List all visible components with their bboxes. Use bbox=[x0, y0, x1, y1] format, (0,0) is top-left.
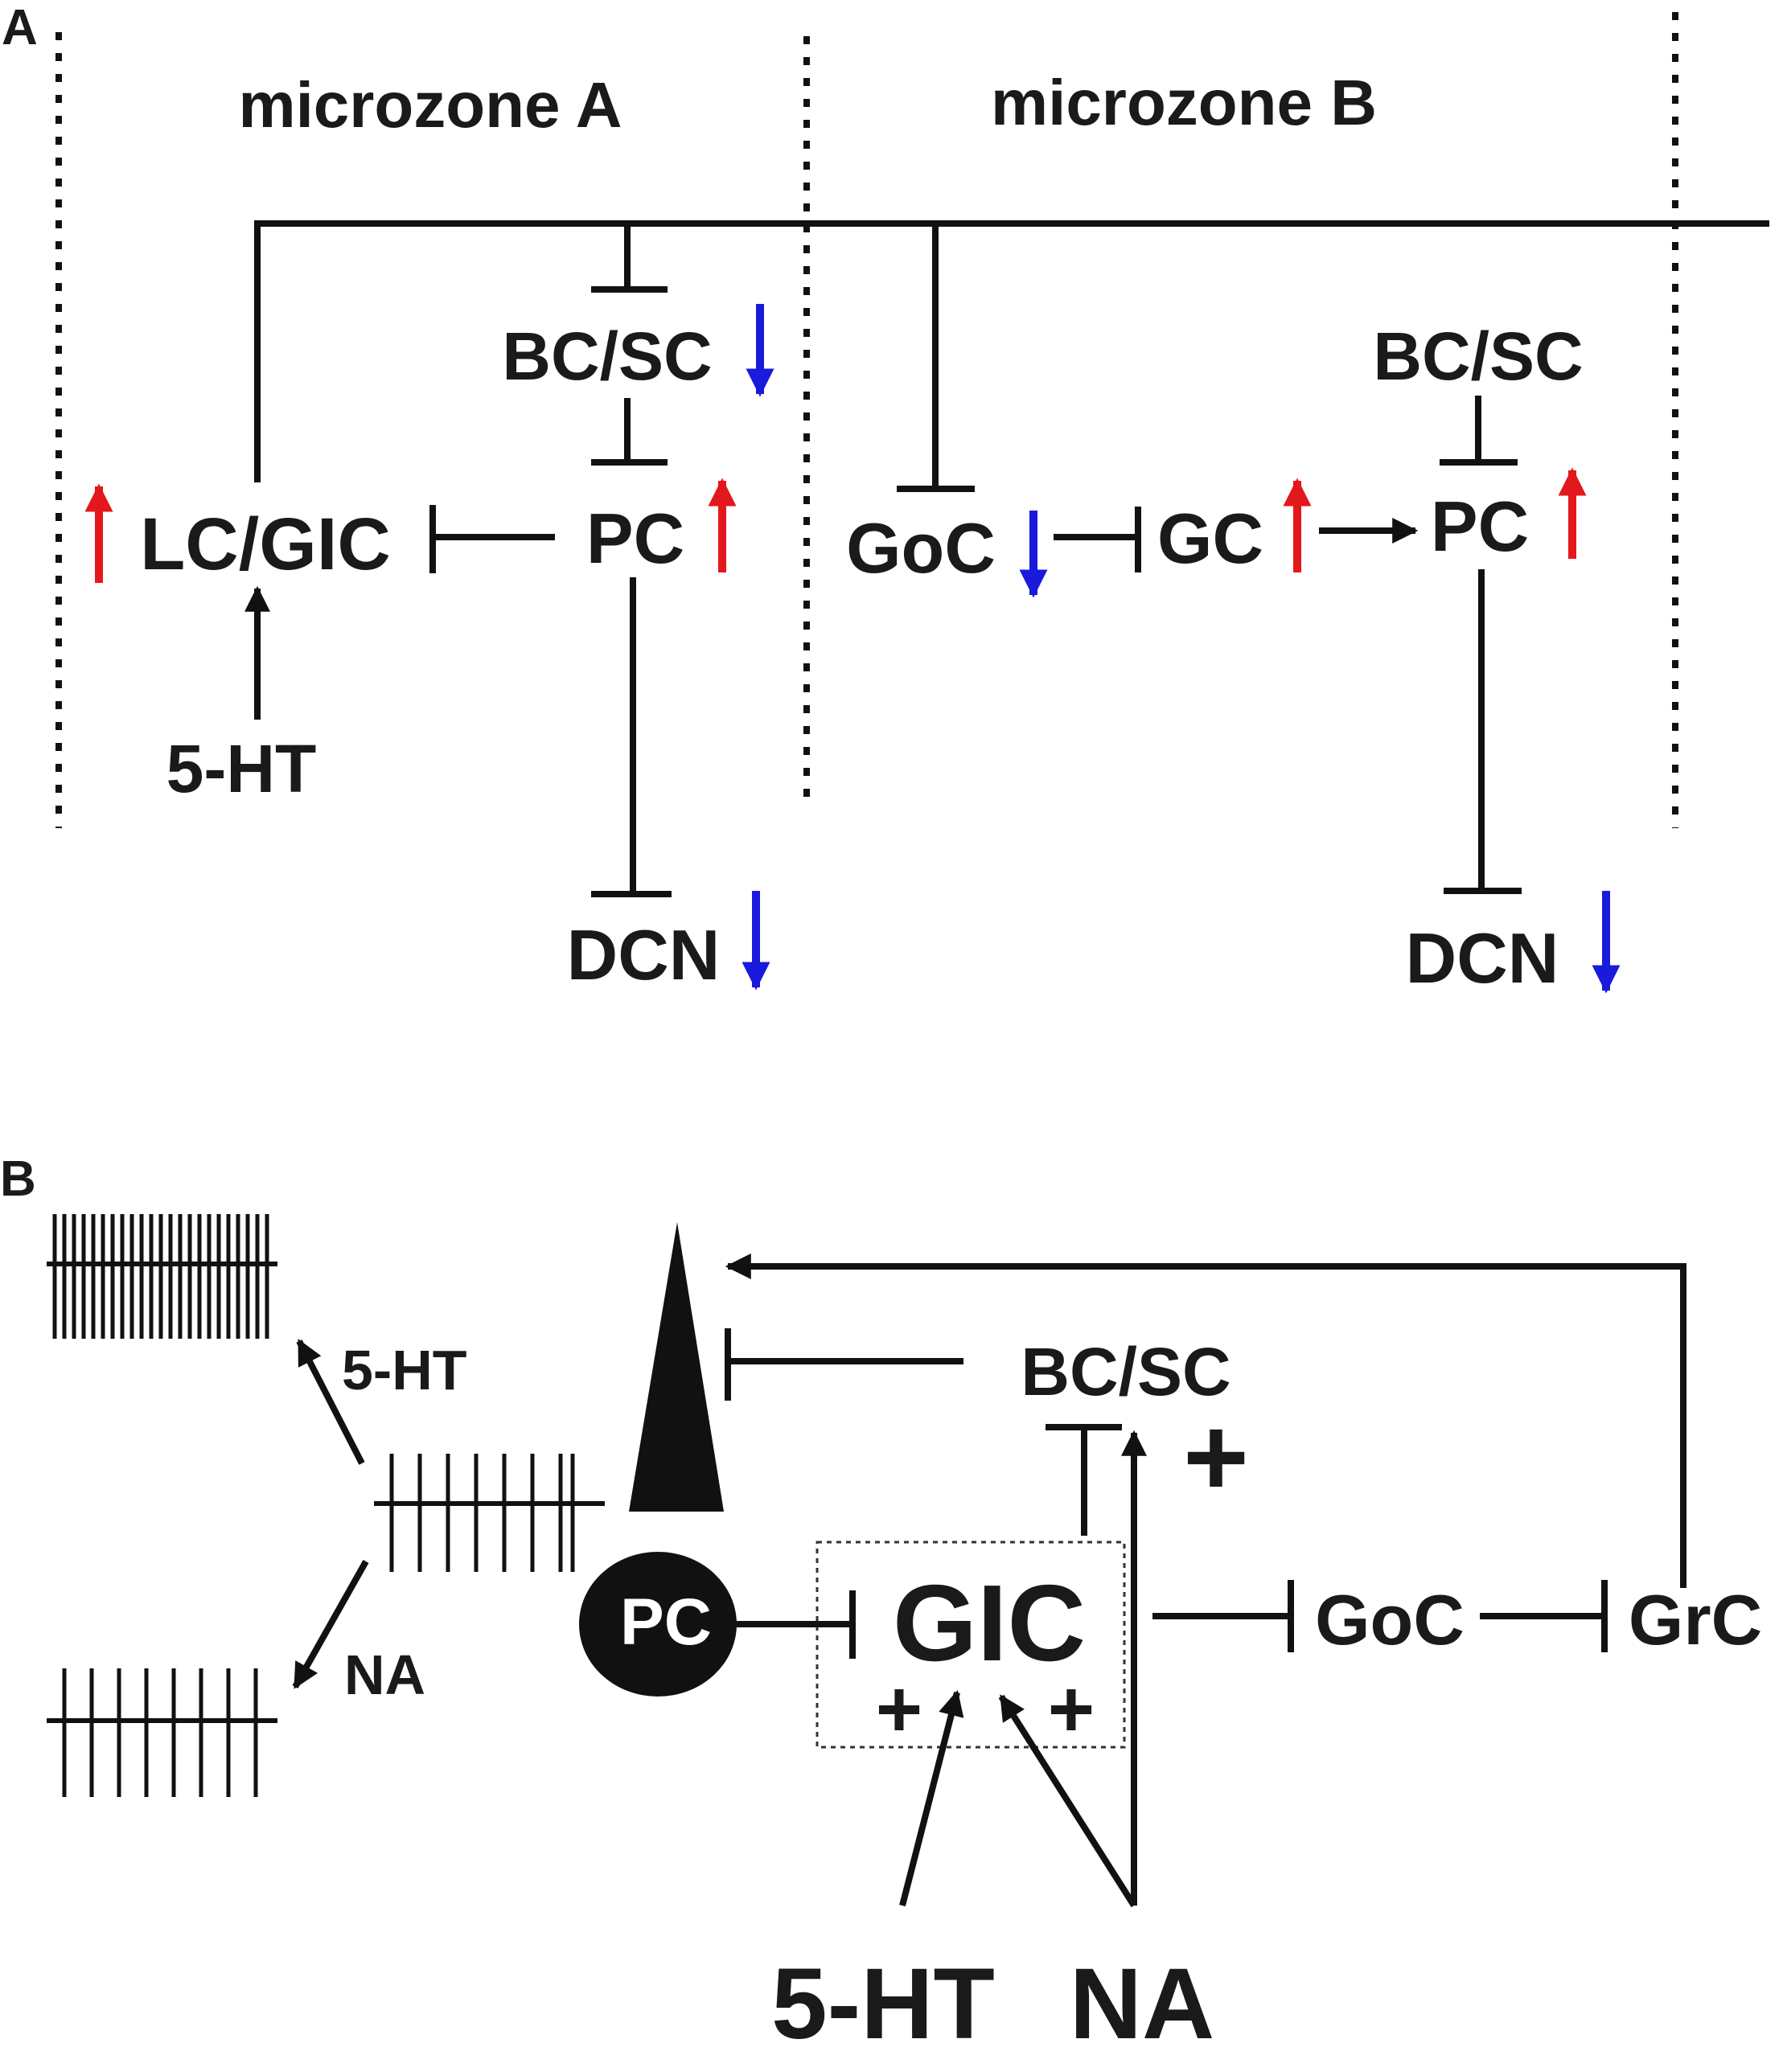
raster-baseline bbox=[374, 1454, 605, 1572]
bcsc-plus-sign: + bbox=[1183, 1393, 1249, 1520]
gic-label: GIC bbox=[893, 1562, 1086, 1684]
bcsc-a-label: BC/SC bbox=[502, 318, 712, 394]
panel-a: A microzone A microzone B BC/SC LC/GIC P… bbox=[2, 0, 1769, 998]
purkinje-soma bbox=[579, 1552, 737, 1697]
gc-label: GC bbox=[1157, 499, 1263, 578]
raster-low-rate-ticks bbox=[62, 1668, 258, 1797]
dcn-b-label: DCN bbox=[1406, 918, 1559, 998]
panel-a-letter: A bbox=[2, 0, 38, 55]
purkinje-cell: PC bbox=[579, 1222, 737, 1697]
pc-b-label: PC bbox=[1431, 486, 1529, 566]
microzone-b-title: microzone B bbox=[991, 67, 1377, 138]
bcsc-label: BC/SC bbox=[1021, 1334, 1230, 1409]
raster-high-rate-ticks bbox=[52, 1214, 269, 1339]
pc-label: PC bbox=[620, 1586, 712, 1659]
gic-plus-left: + bbox=[876, 1664, 922, 1754]
raster-arrow-na bbox=[292, 1560, 369, 1689]
lcgic-label: LC/GIC bbox=[140, 503, 391, 585]
panel-b: B 5-HT NA PC B bbox=[0, 1151, 1762, 2060]
bcsc-b-label: BC/SC bbox=[1373, 318, 1583, 394]
raster-arrow-5ht bbox=[296, 1339, 365, 1465]
panel-b-letter: B bbox=[0, 1151, 36, 1207]
gic-plus-right: + bbox=[1048, 1664, 1095, 1754]
gic-box bbox=[815, 1541, 1126, 1749]
pc-a-label: PC bbox=[586, 499, 684, 578]
na-to-gic-arrow bbox=[998, 1694, 1137, 1908]
na-small-label: NA bbox=[344, 1643, 425, 1706]
goc-label: GoC bbox=[846, 508, 996, 588]
ht-bottom-label: 5-HT bbox=[771, 1948, 995, 2060]
raster-baseline-ticks bbox=[389, 1454, 575, 1572]
raster-high-rate bbox=[47, 1214, 277, 1339]
ht-to-gic-arrow bbox=[899, 1689, 964, 1906]
grc-label: GrC bbox=[1629, 1580, 1762, 1660]
purkinje-dendrite bbox=[629, 1222, 724, 1512]
microzone-a-title: microzone A bbox=[238, 69, 622, 141]
raster-low-rate bbox=[47, 1668, 277, 1797]
dcn-a-label: DCN bbox=[567, 915, 721, 995]
ht-a-label: 5-HT bbox=[166, 731, 317, 806]
ht-small-label: 5-HT bbox=[342, 1339, 467, 1401]
na-bottom-label: NA bbox=[1070, 1948, 1215, 2060]
goc-b-label: GoC bbox=[1315, 1580, 1465, 1660]
